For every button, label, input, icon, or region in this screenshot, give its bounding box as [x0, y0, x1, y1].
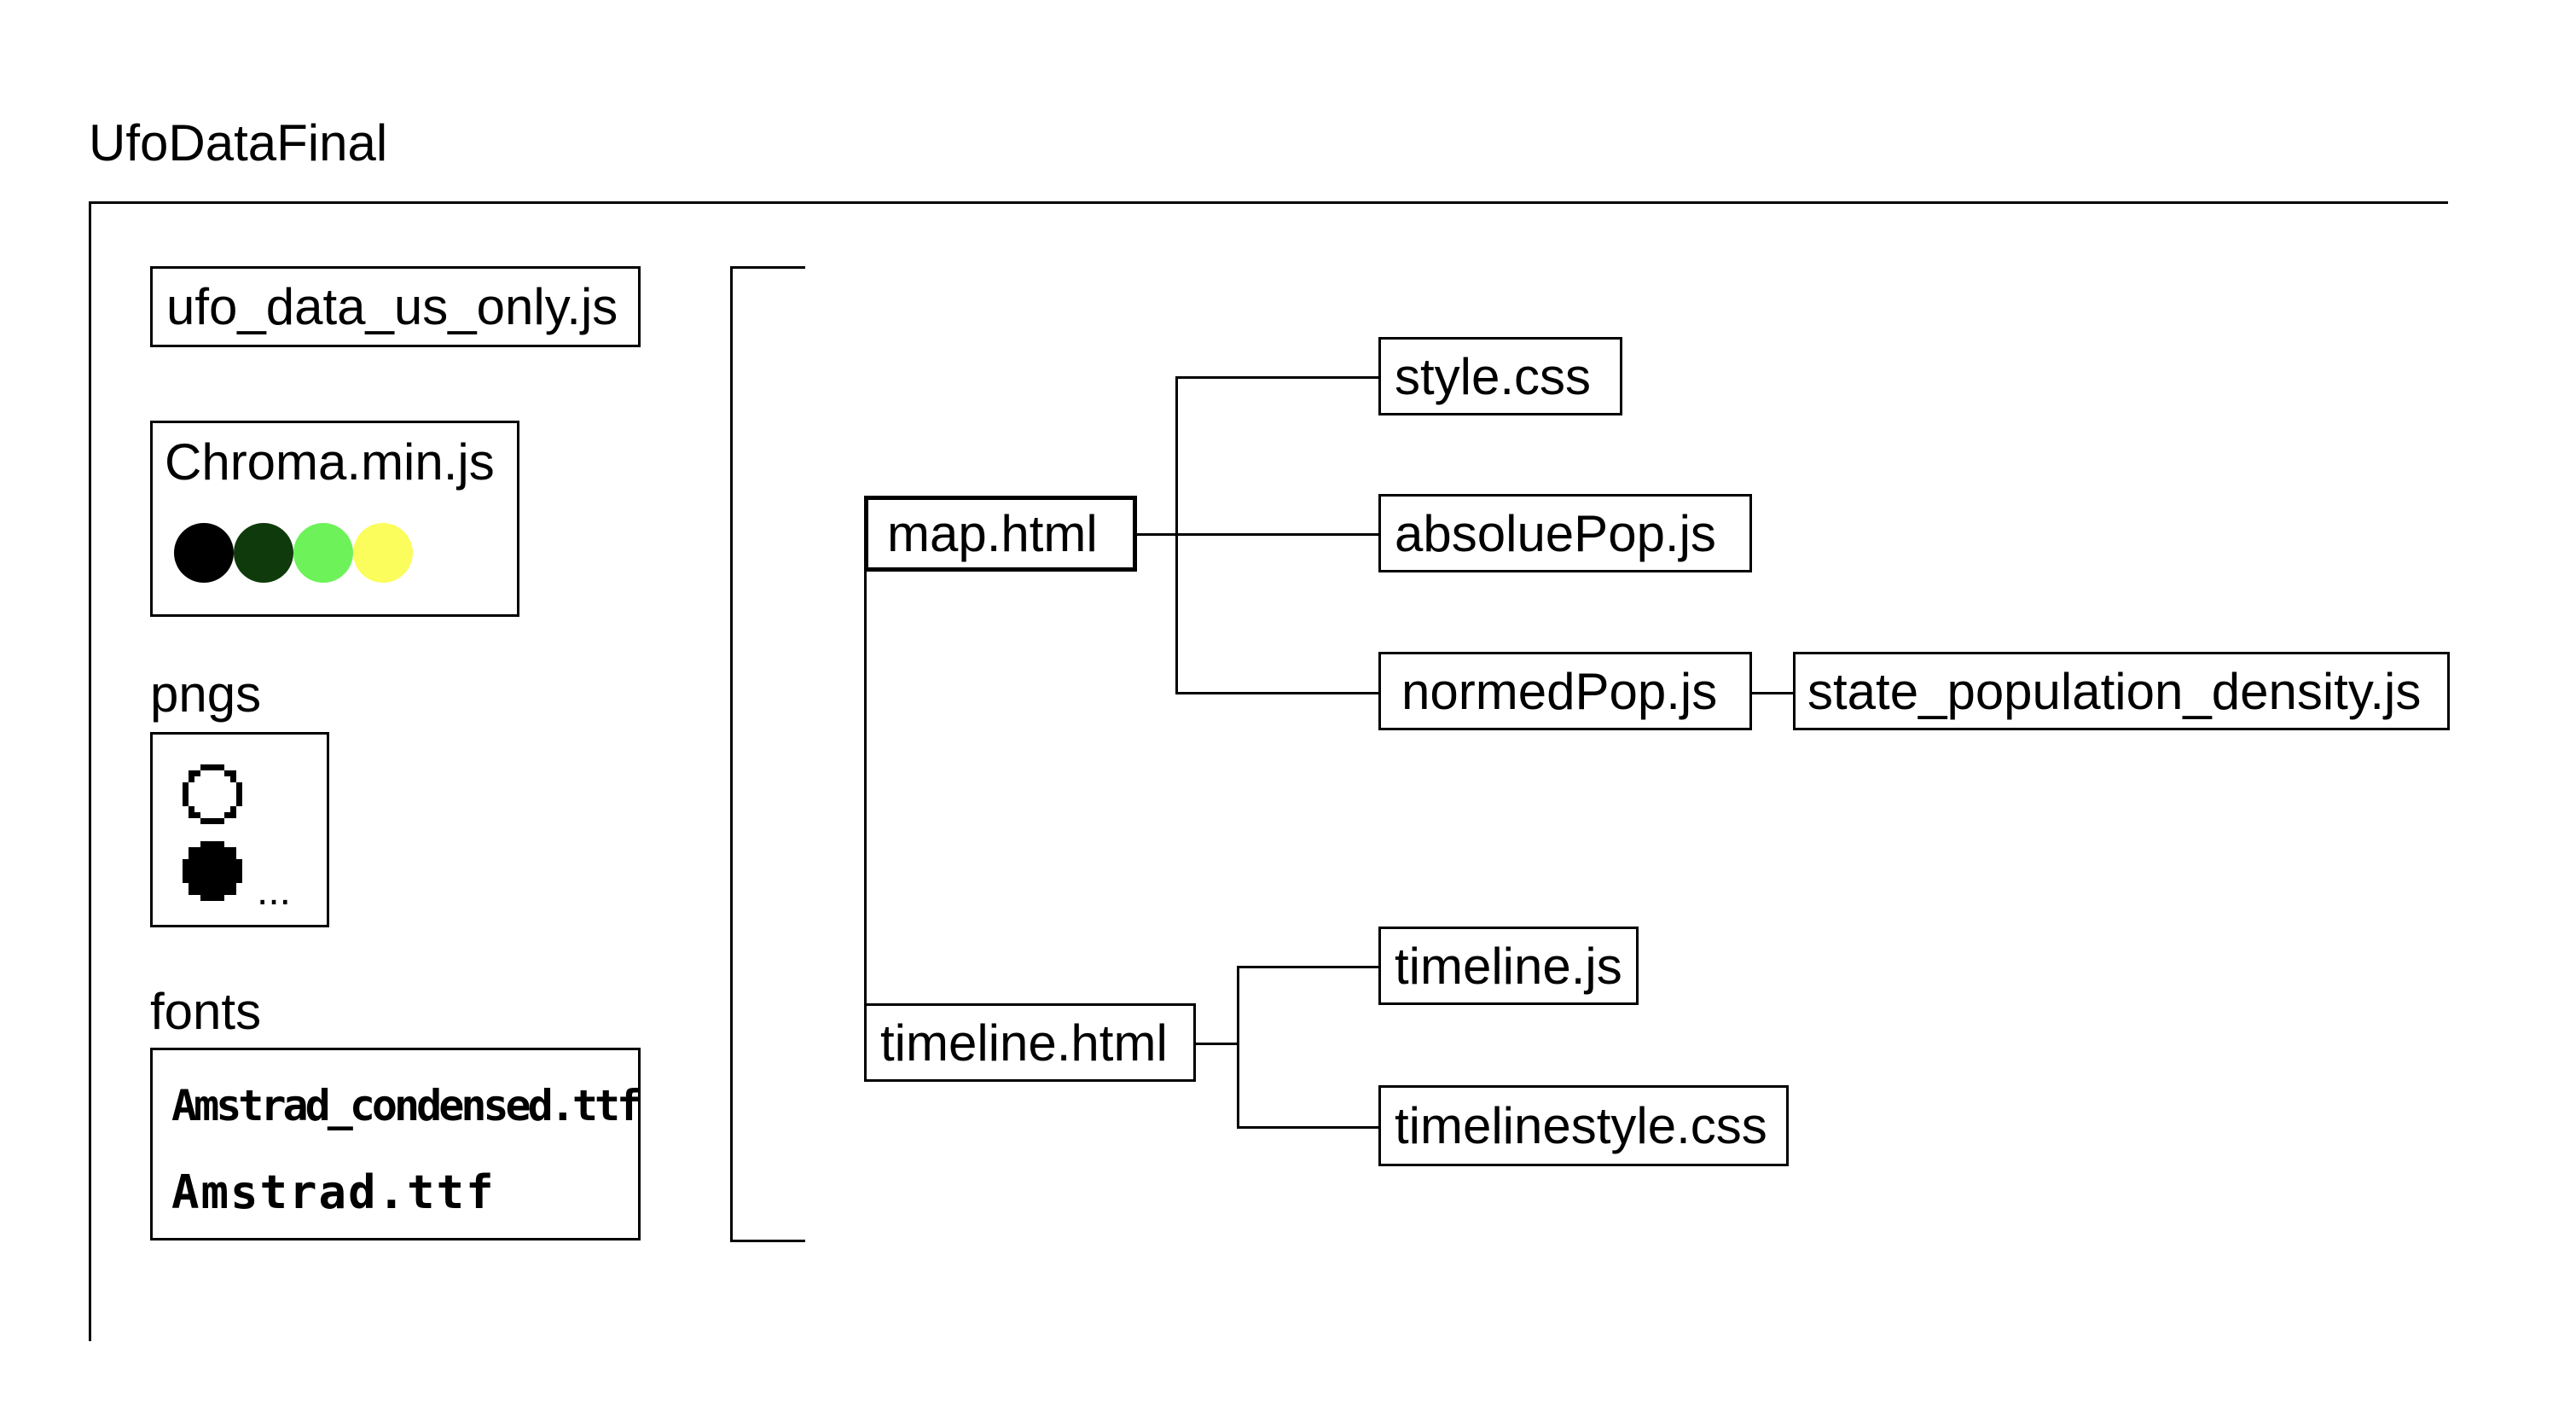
pngs-folder-box[interactable]: ...: [150, 732, 329, 927]
state-density-js-label: state_population_density.js: [1807, 662, 2422, 720]
style-css-label: style.css: [1395, 347, 1592, 405]
chroma-swatch-lightgreen-icon: [293, 523, 353, 583]
state-density-js-box[interactable]: state_population_density.js: [1793, 652, 2450, 730]
timeline-children-spine: [1237, 966, 1239, 1129]
normed-pop-js-label: normedPop.js: [1401, 662, 1718, 720]
map-to-timeline-link: [864, 570, 867, 1007]
root-left-line: [89, 201, 91, 1341]
timelinestyle-css-label: timelinestyle.css: [1395, 1097, 1767, 1154]
absolue-pop-js-label: absoluePop.js: [1395, 504, 1716, 562]
timeline-out-connector: [1196, 1043, 1239, 1045]
chroma-file-box[interactable]: Chroma.min.js: [150, 421, 519, 617]
map-to-absolue-connector: [1175, 533, 1380, 536]
timeline-js-label: timeline.js: [1395, 937, 1622, 995]
map-to-style-connector: [1175, 376, 1380, 379]
chroma-swatch-black-icon: [174, 523, 234, 583]
timeline-js-box[interactable]: timeline.js: [1378, 927, 1639, 1005]
fonts-folder-box[interactable]: Amstrad_condensed.ttf Amstrad.ttf: [150, 1048, 642, 1240]
absolue-pop-js-box[interactable]: absoluePop.js: [1378, 494, 1752, 572]
map-html-label: map.html: [887, 505, 1098, 562]
pngs-folder-label: pngs: [150, 665, 262, 723]
map-to-normed-connector: [1175, 692, 1380, 694]
timeline-to-js-connector: [1237, 966, 1380, 968]
fonts-folder-label: fonts: [150, 983, 262, 1040]
timeline-html-box[interactable]: timeline.html: [864, 1003, 1196, 1082]
font-file-amstrad: Amstrad.ttf: [171, 1165, 496, 1219]
normed-to-density-connector: [1752, 692, 1795, 694]
data-file-box[interactable]: ufo_data_us_only.js: [150, 266, 641, 347]
root-top-line: [89, 201, 2448, 204]
chroma-swatch-darkgreen-icon: [234, 523, 293, 583]
data-file-label: ufo_data_us_only.js: [166, 278, 618, 335]
normed-pop-js-box[interactable]: normedPop.js: [1378, 652, 1752, 730]
font-file-amstrad-condensed: Amstrad_condensed.ttf: [171, 1081, 642, 1130]
timeline-html-label: timeline.html: [880, 1014, 1168, 1072]
filled-marker-icon: [183, 841, 242, 901]
map-html-box[interactable]: map.html: [864, 496, 1137, 572]
timeline-to-css-connector: [1237, 1126, 1380, 1129]
root-folder-title: UfoDataFinal: [89, 114, 388, 171]
bundle-bracket-bottom: [730, 1240, 805, 1242]
bundle-bracket-top: [730, 266, 805, 269]
pngs-more-ellipsis: ...: [257, 869, 292, 914]
ring-marker-icon: [183, 764, 242, 824]
style-css-box[interactable]: style.css: [1378, 337, 1622, 415]
map-out-connector: [1137, 533, 1177, 536]
bundle-bracket-side: [730, 266, 733, 1242]
timelinestyle-css-box[interactable]: timelinestyle.css: [1378, 1085, 1789, 1166]
chroma-swatch-yellow-icon: [353, 523, 413, 583]
chroma-file-label: Chroma.min.js: [165, 433, 495, 491]
